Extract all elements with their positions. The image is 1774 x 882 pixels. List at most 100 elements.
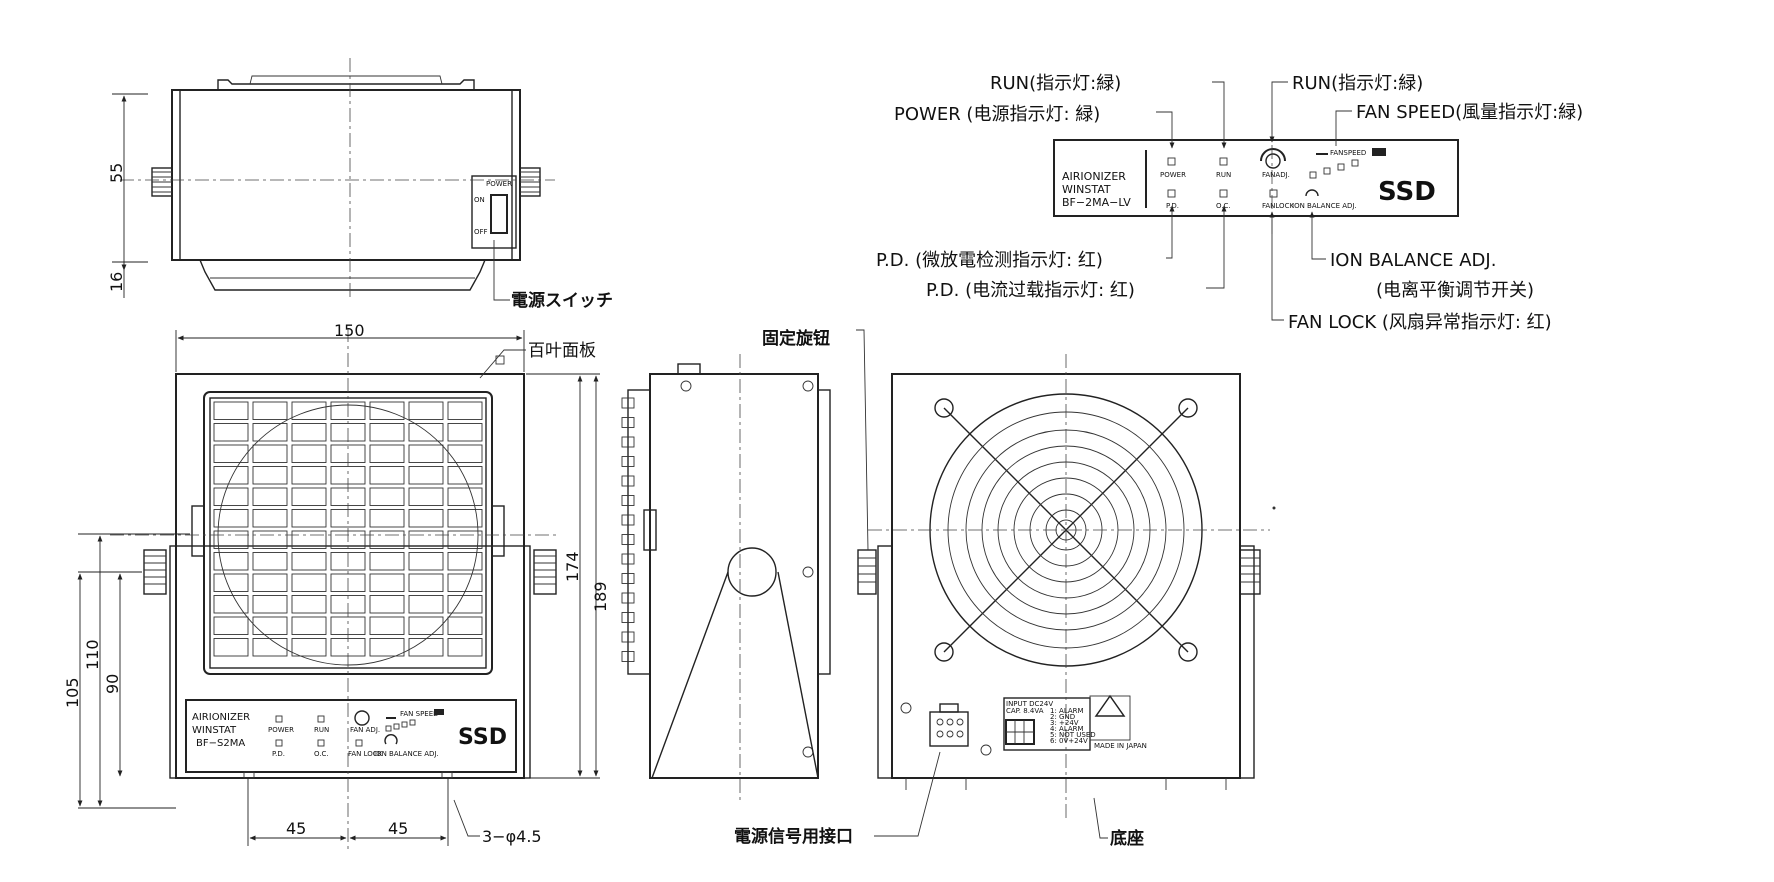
louver-cell: [252, 573, 288, 592]
switch-callout: 電源スイッチ: [511, 290, 613, 311]
detail-ion-balance-label: ION BALANCE ADJ.: [1292, 202, 1357, 210]
rating-line-4: 2: GND: [1050, 713, 1075, 721]
louver-cell: [408, 509, 444, 528]
dim-174: 174: [563, 551, 582, 582]
power-switch-icon: [490, 194, 508, 234]
dim-110: 110: [83, 639, 102, 670]
detail-ion-balance-icon: [1305, 189, 1319, 197]
side-fins: [621, 397, 635, 662]
louver-cell: [369, 401, 405, 420]
front-pd-label: P.D.: [272, 750, 285, 758]
detail-fan-speed-bar: [1372, 148, 1386, 156]
louver-cell: [369, 423, 405, 442]
louver-cell: [408, 423, 444, 442]
louver-cell: [213, 487, 249, 506]
callout-run-left: RUN(指示灯:緑): [990, 73, 1121, 94]
callout-run-right: RUN(指示灯:緑): [1292, 73, 1423, 94]
louver-cell: [252, 638, 288, 657]
callout-pd2: P.D. (电流过载指示灯: 红): [926, 280, 1135, 301]
louver-cell: [408, 530, 444, 549]
louver-cell: [252, 444, 288, 463]
front-model-line1: AIRIONIZER: [192, 712, 250, 723]
front-ion-balance-icon: [384, 734, 398, 745]
louver-cell: [291, 423, 327, 442]
side-fin: [621, 612, 635, 623]
louver-grid: [213, 401, 483, 657]
louver-cell: [447, 573, 483, 592]
callout-pd1: P.D. (微放電检测指示灯: 红): [876, 250, 1103, 271]
detail-power-label: POWER: [1160, 171, 1186, 179]
detail-run-label: RUN: [1216, 171, 1231, 179]
louver-cell: [291, 487, 327, 506]
louver-cell: [408, 487, 444, 506]
front-run-label: RUN: [314, 726, 329, 734]
warning-icon: [1094, 694, 1126, 717]
rating-line-6: 4: ALARM: [1050, 725, 1084, 733]
detail-model-line3: BF−2MA−LV: [1062, 196, 1131, 209]
side-fin: [621, 592, 635, 604]
louver-cell: [213, 552, 249, 571]
top-knob-ridges: [152, 171, 540, 193]
dim-150: 150: [334, 321, 365, 340]
front-fan-adj-label: FAN ADJ.: [350, 726, 380, 734]
louver-cell: [369, 444, 405, 463]
louver-cell: [369, 638, 405, 657]
front-view: AIRIONIZER WINSTAT BF−S2MA POWER RUN P.D…: [63, 321, 610, 852]
louver-cell: [369, 616, 405, 635]
louver-cell: [252, 509, 288, 528]
louver-cell: [369, 595, 405, 614]
louver-cell: [447, 444, 483, 463]
louver-cell: [213, 401, 249, 420]
louver-cell: [291, 616, 327, 635]
front-knob-ridges: [144, 555, 556, 585]
front-fan-speed-bar: [434, 709, 444, 715]
front-model-line2: WINSTAT: [192, 725, 237, 736]
connector-callout: 電源信号用接口: [734, 826, 853, 847]
louver-cell: [291, 444, 327, 463]
louver-cell: [408, 573, 444, 592]
dim-45-left: 45: [286, 819, 306, 838]
top-view: POWER ON OFF 55 16 電源スイッチ: [107, 58, 613, 311]
detail-ssd-logo: SSD: [1378, 177, 1436, 207]
louver-cell: [213, 638, 249, 657]
louver-cell: [252, 530, 288, 549]
louver-cell: [408, 552, 444, 571]
dim-189: 189: [591, 581, 610, 612]
louver-cell: [252, 466, 288, 485]
back-view: INPUT DC24V CAP. 8.4VA 1: ALARM 2: GND 3…: [734, 354, 1276, 849]
dim-90: 90: [103, 674, 122, 694]
louver-cell: [213, 595, 249, 614]
louver-cell: [408, 616, 444, 635]
switch-on-label: ON: [474, 196, 485, 204]
panel-callouts: RUN(指示灯:緑) POWER (电源指示灯: 緑) RUN(指示灯:緑) F…: [876, 73, 1583, 333]
detail-fan-speed-label: FANSPEED: [1330, 149, 1366, 157]
front-power-label: POWER: [268, 726, 294, 734]
rating-line-2: CAP. 8.4VA: [1006, 707, 1044, 715]
callout-power: POWER (电源指示灯: 緑): [894, 104, 1100, 125]
side-fin: [621, 553, 635, 565]
rating-line-8: 6: 0V+24V: [1050, 737, 1088, 745]
louver-cell: [369, 530, 405, 549]
louver-cell: [447, 509, 483, 528]
dim-55: 55: [107, 163, 126, 183]
louver-cell: [213, 509, 249, 528]
louver-cell: [213, 616, 249, 635]
callout-fan-lock: FAN LOCK (风扇异常指示灯: 红): [1288, 312, 1552, 333]
side-fin: [621, 397, 635, 409]
dim-16: 16: [107, 272, 126, 292]
louver-cell: [408, 638, 444, 657]
louver-cell: [447, 638, 483, 657]
louver-cell: [252, 616, 288, 635]
switch-power-label: POWER: [486, 180, 512, 188]
louver-cell: [291, 595, 327, 614]
side-fin: [621, 651, 635, 662]
hole-callout: 3−φ4.5: [482, 827, 542, 846]
switch-off-label: OFF: [474, 228, 488, 236]
louver-cell: [447, 487, 483, 506]
louver-cell: [447, 595, 483, 614]
detail-pd-label: P.D.: [1166, 202, 1179, 210]
front-oc-label: O.C.: [314, 750, 329, 758]
louver-cell: [369, 466, 405, 485]
side-fin: [621, 436, 635, 448]
